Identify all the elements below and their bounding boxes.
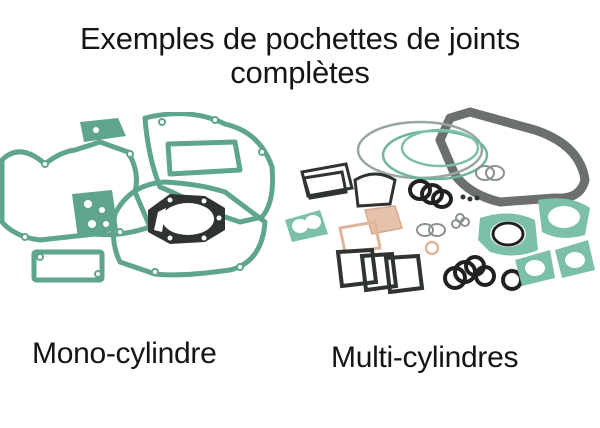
mono-cylinder-gasket-photo: [0, 112, 300, 312]
caption-mono-cylinder: Mono-cylindre: [32, 337, 217, 370]
gasket-kit-illustration-icon: [285, 107, 595, 295]
multi-cylinder-gasket-photo: [280, 100, 600, 305]
page-title: Exemples de pochettes de joints complète…: [0, 22, 600, 90]
title-line-1: Exemples de pochettes de joints: [79, 21, 521, 56]
title-line-2: complètes: [230, 55, 370, 90]
caption-multi-cylinder: Multi-cylindres: [331, 341, 519, 374]
gasket-kit-illustration-icon: [0, 112, 275, 283]
